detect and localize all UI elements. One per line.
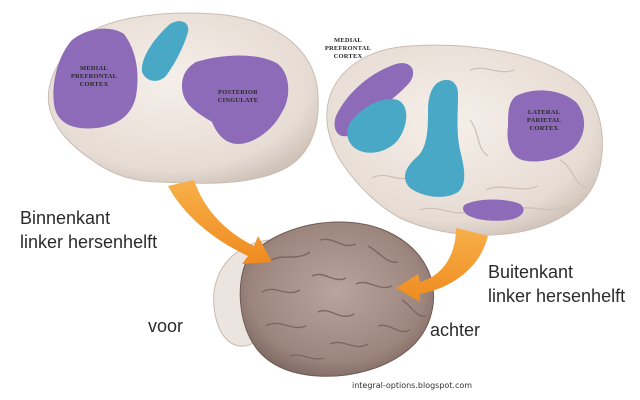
back-label: achter [430, 318, 480, 342]
region-label-line: CINGULATE [218, 97, 259, 104]
outer-hemisphere-caption-line2: linker hersenhelft [488, 284, 625, 308]
region-label-line: MEDIAL [80, 65, 108, 72]
outer-hemisphere: MEDIAL PREFRONTAL CORTEX LATERAL PARIETA… [325, 37, 603, 235]
region-label-line: PARIETAL [527, 117, 562, 124]
lateral-parietal-label: LATERAL PARIETAL CORTEX [527, 109, 562, 132]
region-label-line: CORTEX [80, 81, 109, 88]
outer-hemisphere-caption-line1: Buitenkant [488, 260, 573, 284]
region-label-line: MEDIAL [334, 37, 362, 44]
region-label-line: PREFRONTAL [71, 73, 118, 80]
region-label-line: CORTEX [530, 125, 559, 132]
inner-arrow [168, 180, 272, 264]
inner-hemisphere: MEDIAL PREFRONTAL CORTEX POSTERIOR CINGU… [48, 13, 318, 183]
center-brain-body [240, 222, 433, 376]
front-label: voor [148, 314, 183, 338]
region-label-line: PREFRONTAL [325, 45, 372, 52]
medial-prefrontal-label-outer: MEDIAL PREFRONTAL CORTEX [325, 37, 372, 60]
posterior-cingulate-label: POSTERIOR CINGULATE [218, 89, 259, 104]
region-label-line: POSTERIOR [218, 89, 258, 96]
inner-hemisphere-caption-line1: Binnenkant [20, 206, 110, 230]
inner-hemisphere-caption-line2: linker hersenhelft [20, 230, 157, 254]
region-label-line: CORTEX [334, 53, 363, 60]
source-credit: integral-options.blogspot.com [352, 381, 472, 390]
region-label-line: LATERAL [528, 109, 561, 116]
